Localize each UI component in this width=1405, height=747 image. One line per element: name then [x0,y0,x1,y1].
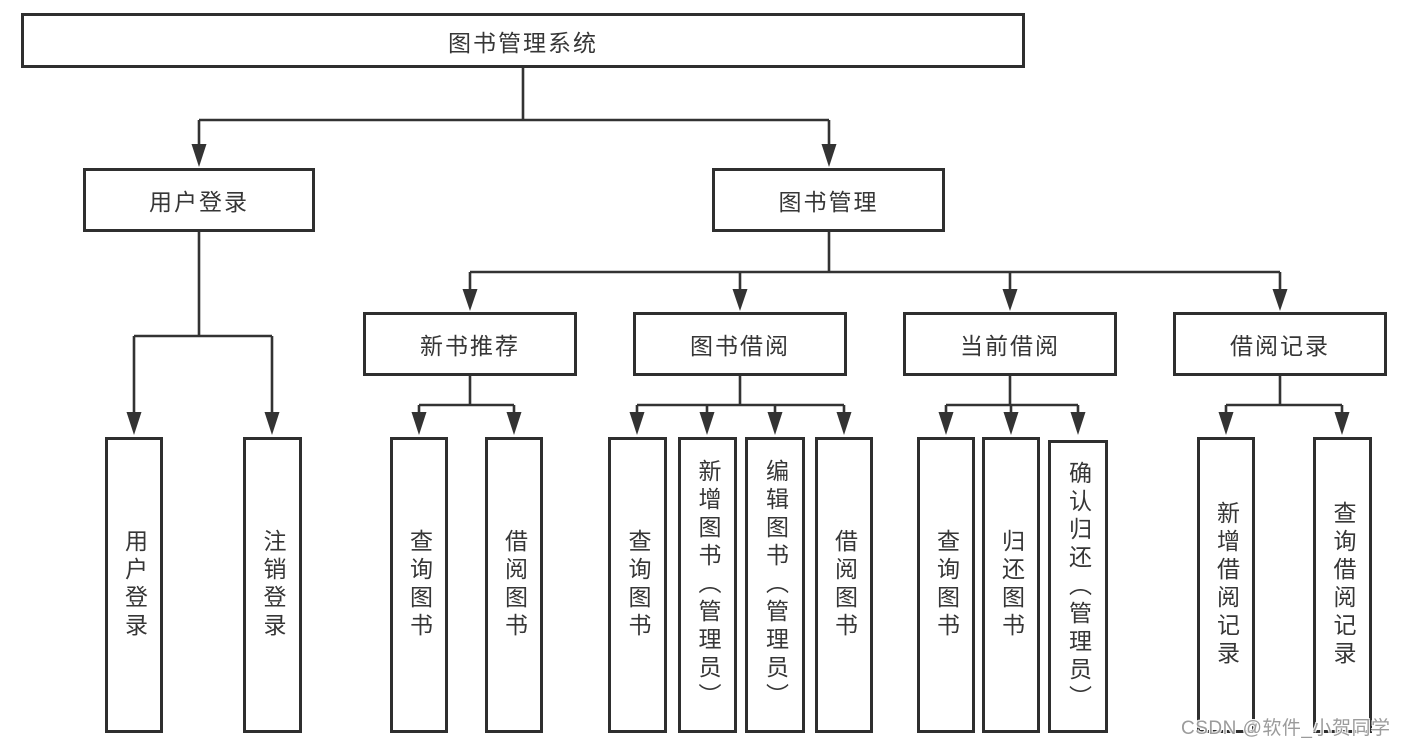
level3-arrowheads [462,289,1288,311]
node-book-borrow: 图书借阅 [633,312,847,376]
level2-arrowheads [191,144,837,167]
leaf-query-books-borrow: 查询图书 [608,437,667,733]
bookmgmt-to-level3-connectors [468,232,1282,290]
node-library-system: 图书管理系统 [21,13,1025,68]
node-current-borrow: 当前借阅 [903,312,1117,376]
leaf-query-borrow-record: 查询借阅记录 [1313,437,1372,733]
node-book-management: 图书管理 [712,168,945,232]
node-borrow-records: 借阅记录 [1173,312,1387,376]
login-to-leaves-connectors [132,232,274,413]
leaf-return-book: 归还图书 [982,437,1040,733]
leaf-borrow-books-recommend: 借阅图书 [485,437,543,733]
node-new-book-recommend: 新书推荐 [363,312,577,376]
leaf-confirm-return-admin: 确认归还（管理员） [1048,440,1108,733]
leaf-add-book-admin: 新增图书（管理员） [678,437,737,733]
csdn-watermark: CSDN @软件_小贺同学 [1181,718,1391,739]
leaf-query-books-current: 查询图书 [917,437,975,733]
leaf-user-login: 用户登录 [105,437,163,733]
leaf-add-borrow-record: 新增借阅记录 [1197,437,1255,733]
level3-to-leaves-connectors [417,375,1344,413]
leaf-edit-book-admin: 编辑图书（管理员） [745,437,805,733]
leaf-borrow-books: 借阅图书 [815,437,873,733]
root-to-level2-connectors [197,68,831,146]
node-user-login: 用户登录 [83,168,315,232]
leaf-query-books-recommend: 查询图书 [390,437,448,733]
leaf-logout: 注销登录 [243,437,302,733]
leaf-arrowheads [126,412,1350,435]
